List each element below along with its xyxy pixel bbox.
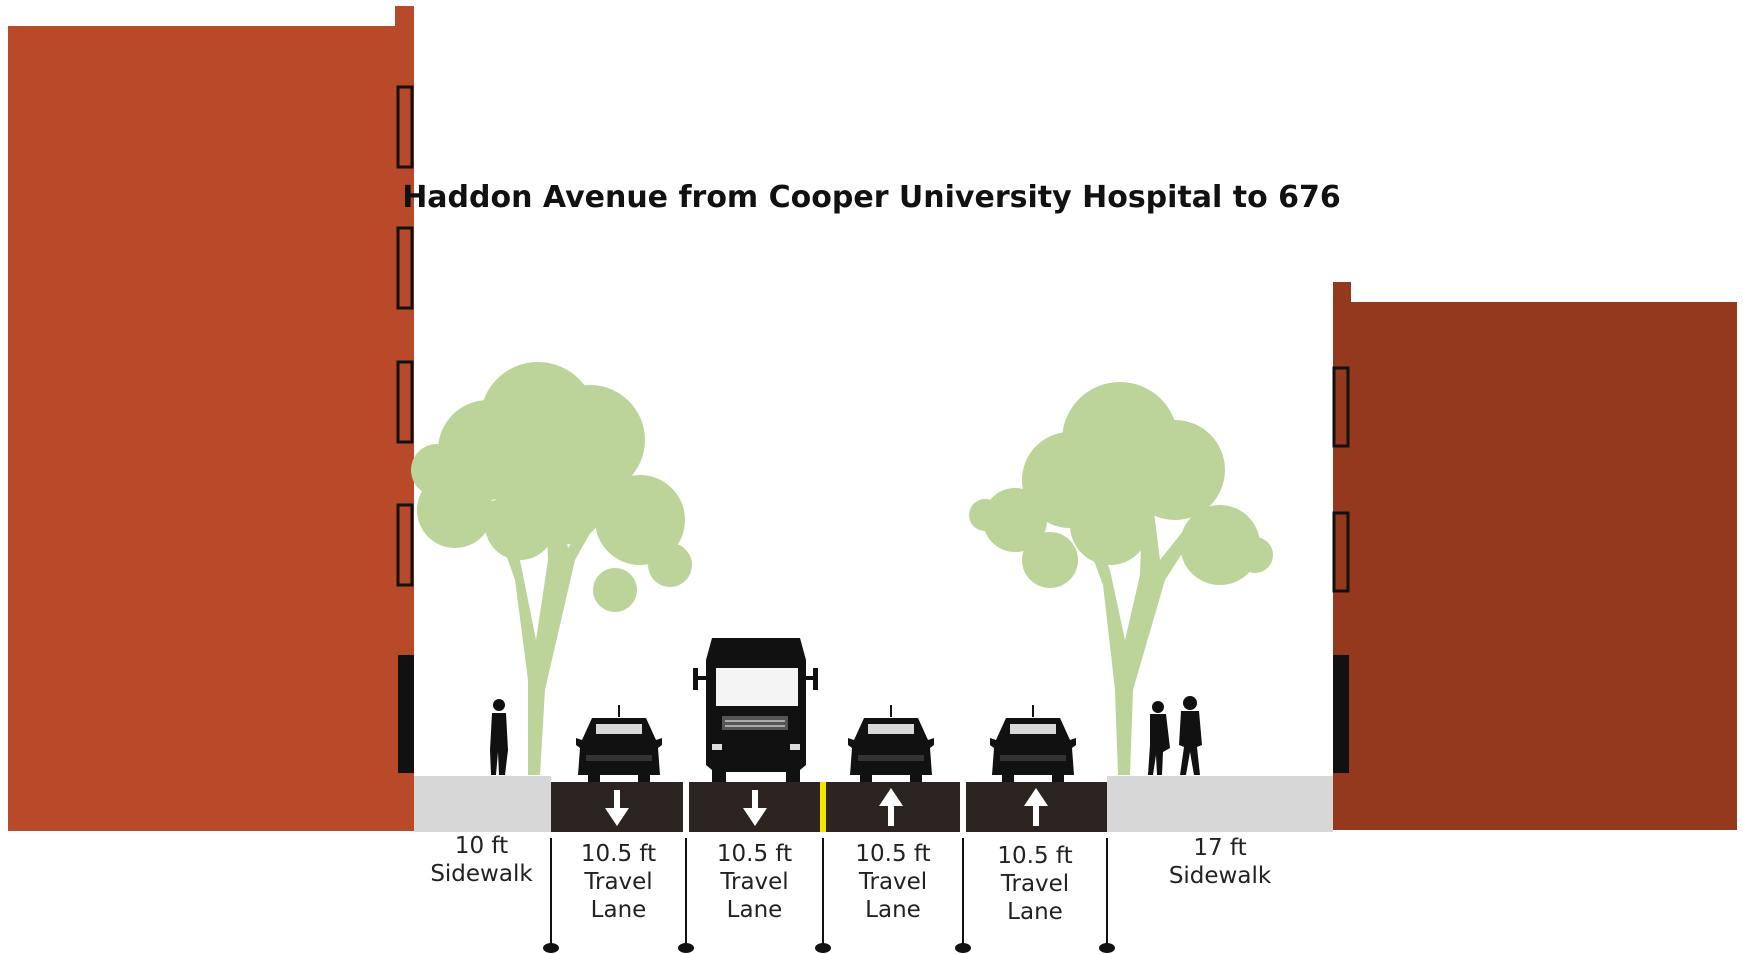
pedestrian-left: [490, 699, 508, 775]
segment-label-sidewalk-left: 10 ft Sidewalk: [414, 832, 549, 888]
segment-width: 10.5 ft: [580, 841, 657, 867]
arrow-up-icon: [1024, 788, 1048, 826]
segment-type-2: Lane: [865, 897, 921, 923]
arrow-down-icon: [743, 790, 767, 826]
segment-type-2: Lane: [726, 897, 783, 923]
segment-type-2: Lane: [590, 897, 647, 923]
sidewalk-right-surface: [1107, 776, 1333, 832]
car-icon: [576, 705, 662, 782]
left-building: [8, 6, 414, 831]
segment-label-lane-1: 10.5 ft Travel Lane: [551, 840, 686, 924]
segment-type: Travel: [1000, 871, 1070, 897]
segment-type: Sidewalk: [1168, 863, 1272, 889]
segment-type: Travel: [584, 869, 653, 895]
car-icon: [990, 705, 1076, 782]
car-icon: [848, 705, 934, 782]
segment-label-lane-3: 10.5 ft Travel Lane: [823, 840, 963, 924]
arrow-up-icon: [879, 788, 903, 826]
arrow-down-icon: [605, 790, 629, 826]
dimension-lines: [550, 838, 1108, 948]
tree-right: [969, 382, 1273, 775]
segment-label-lane-2: 10.5 ft Travel Lane: [686, 840, 823, 924]
tree-left: [411, 362, 692, 775]
diagram-title: Haddon Avenue from Cooper University Hos…: [402, 180, 1341, 215]
segment-width: 17 ft: [1193, 835, 1247, 861]
segment-width: 10.5 ft: [855, 841, 931, 867]
segment-width: 10.5 ft: [716, 841, 793, 867]
segment-width: 10 ft: [454, 833, 509, 859]
pedestrians-right: [1148, 696, 1202, 775]
segment-label-lane-4: 10.5 ft Travel Lane: [963, 842, 1107, 926]
segment-type: Travel: [720, 869, 789, 895]
segment-type: Travel: [858, 869, 928, 895]
segment-type-2: Lane: [1007, 899, 1063, 925]
segment-label-sidewalk-right: 17 ft Sidewalk: [1107, 834, 1333, 890]
center-line: [820, 782, 826, 832]
segment-type: Sidewalk: [430, 861, 533, 887]
right-building: [1332, 282, 1737, 830]
sidewalk-left-surface: [414, 776, 551, 832]
dimension-dots: [543, 943, 1115, 953]
truck-icon: [693, 638, 818, 782]
segment-width: 10.5 ft: [997, 843, 1073, 869]
